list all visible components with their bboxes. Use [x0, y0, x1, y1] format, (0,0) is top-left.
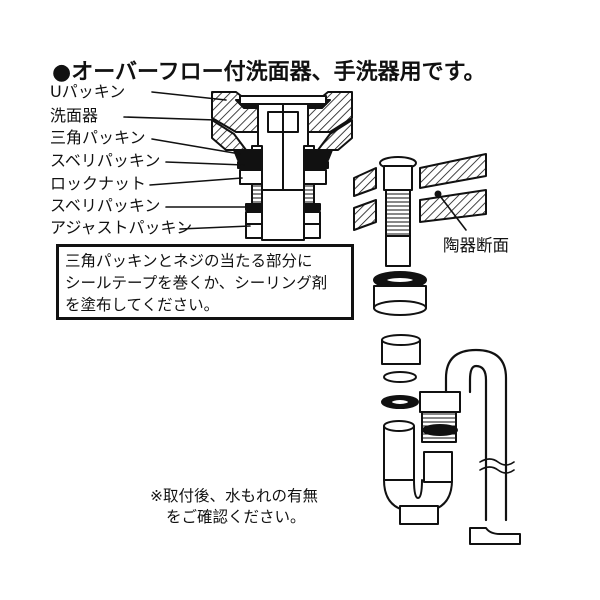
note-line-1: 三角パッキンとネジの当たる部分に — [65, 252, 313, 270]
label-u-packing: Uパッキン — [50, 82, 126, 101]
note-line-3: を塗布してください。 — [65, 296, 220, 314]
leak-check-note: ※取付後、水もれの有無 をご確認ください。 — [150, 486, 318, 528]
check-note-line-2: をご確認ください。 — [166, 508, 306, 526]
label-lock-nut: ロックナット — [50, 174, 147, 193]
note-line-2: シールテープを巻くか、シーリング剤 — [65, 274, 328, 292]
label-slip-packing-2: スベリパッキン — [50, 196, 161, 215]
sealing-note-box: 三角パッキンとネジの当たる部分に シールテープを巻くか、シーリング剤 を塗布して… — [56, 244, 354, 320]
s-trap-pipe — [383, 348, 521, 545]
page-title: ●オーバーフロー付洗面器、手洗器用です。 — [52, 60, 486, 85]
ceramic-section-label: 陶器断面 — [443, 236, 509, 255]
check-note-line-1: ※取付後、水もれの有無 — [150, 487, 318, 505]
label-sink-basin: 洗面器 — [50, 106, 99, 125]
label-triangle-packing: 三角パッキン — [50, 128, 146, 147]
ceramic-section — [353, 153, 487, 231]
sink-cross-section — [211, 91, 353, 241]
label-slip-packing: スベリパッキン — [50, 151, 161, 170]
label-adjust-packing: アジャストパッキン — [50, 218, 193, 237]
label-leader-lines — [123, 91, 251, 230]
drain-fitting — [373, 156, 427, 409]
